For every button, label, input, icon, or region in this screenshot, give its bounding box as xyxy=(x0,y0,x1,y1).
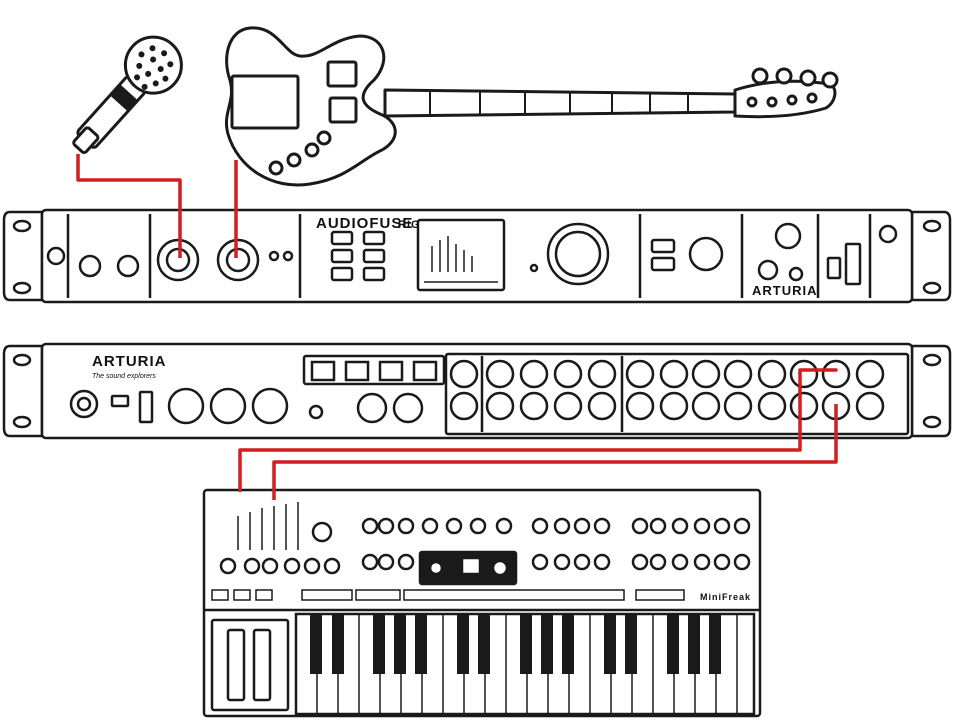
cables xyxy=(76,154,838,500)
synth-brand: MiniFreak xyxy=(700,592,751,602)
mic-cable xyxy=(76,154,182,258)
synthesizer-icon xyxy=(202,488,762,718)
rear-panel-icon xyxy=(2,342,952,440)
audiofuse-logo-text: AUDIOFUSE xyxy=(316,215,413,232)
rear-unit-brand: ARTURIA xyxy=(92,353,167,370)
microphone-icon xyxy=(72,35,183,154)
synth-out-left-cable xyxy=(238,368,838,492)
synth-out-right-cable xyxy=(272,404,838,500)
audiofuse-logo-badge: RIG xyxy=(398,219,421,231)
audio-interface-icon xyxy=(2,208,952,304)
rear-unit-tagline: The sound explorers xyxy=(92,373,156,380)
bass-guitar-icon xyxy=(225,26,839,187)
audiofuse-brand: ARTURIA xyxy=(752,283,818,298)
